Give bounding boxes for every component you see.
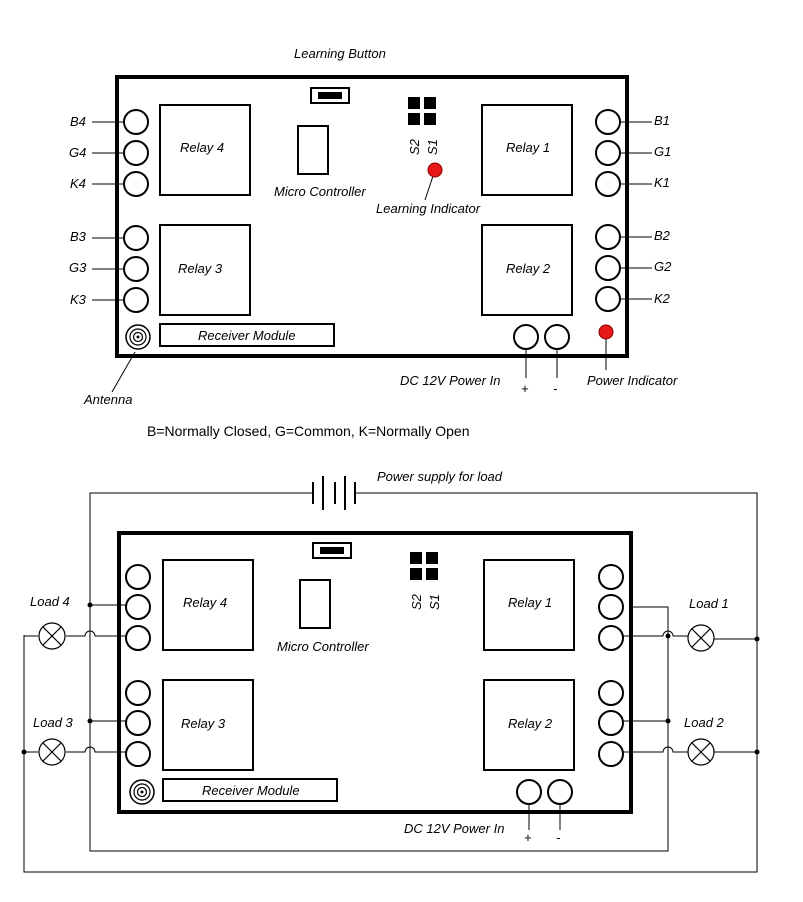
antenna-pointer [111,351,136,393]
top-left-upper-pins [92,109,149,197]
load-4-lamp [38,622,66,650]
pin-b3-label: B3 [70,229,87,244]
top-plus-label: + [521,381,529,396]
top-left-lower-pins [92,225,149,313]
antenna-label: Antenna [83,392,132,407]
load-4-label: Load 4 [30,594,70,609]
top-s1-label: S1 [425,139,440,155]
bottom-antenna [129,779,155,805]
top-micro-controller-label: Micro Controller [274,184,366,199]
top-right-upper-pins [595,109,652,197]
bottom-receiver-module-label: Receiver Module [202,783,300,798]
pin-g3-label: G3 [69,260,87,275]
pin-g2-label: G2 [654,259,672,274]
bottom-relay-1-label: Relay 1 [508,595,552,610]
top-relay-1 [481,104,573,196]
bottom-power-terminal-minus [547,779,573,805]
pin-b1-label: B1 [654,113,670,128]
top-diagram: Learning Button Relay 4 Relay 3 Relay 1 … [69,46,678,407]
bottom-micro-controller [299,579,331,629]
bottom-relay-3 [162,679,254,771]
bottom-diagram: Power supply for load Relay 4 Relay 3 Re… [21,469,760,873]
load-1-label: Load 1 [689,596,729,611]
bottom-relay-2 [483,679,575,771]
pin-k1-label: K1 [654,175,670,190]
power-indicator-label: Power Indicator [587,373,678,388]
pin-b4-label: B4 [70,114,86,129]
top-dip-switch [408,97,436,125]
top-power-terminal-plus [513,324,539,350]
top-relay-2 [481,224,573,316]
learning-button-label: Learning Button [294,46,386,61]
top-s2-label: S2 [407,138,422,155]
load-1-lamp [687,624,715,652]
pin-g4-label: G4 [69,145,86,160]
top-minus-label: - [553,381,558,396]
k4-wire [66,630,126,637]
learning-button-slot [318,92,342,99]
k1-wire [623,630,688,637]
bottom-dip-switch [410,552,438,580]
bottom-relay-4 [162,559,254,651]
top-power-terminal-minus [544,324,570,350]
load-2-lamp [687,738,715,766]
supply-common-wire [89,492,669,852]
bottom-relay-2-label: Relay 2 [508,716,553,731]
pin-k2-label: K2 [654,291,671,306]
top-relay-1-label: Relay 1 [506,140,550,155]
load-3-label: Load 3 [33,715,74,730]
bottom-minus-label: - [556,830,561,845]
top-right-lower-pins [595,224,652,312]
bottom-plus-label: + [524,830,532,845]
k2-wire [623,746,688,753]
top-relay-3-label: Relay 3 [178,261,223,276]
learning-indicator-led [427,162,443,178]
load-3-lamp [38,738,66,766]
learning-indicator-label: Learning Indicator [376,201,481,216]
bottom-receiver-module [162,778,338,802]
bottom-micro-controller-label: Micro Controller [277,639,369,654]
bottom-s2-label: S2 [409,593,424,610]
top-dc-power-label: DC 12V Power In [400,373,500,388]
terminal-legend: B=Normally Closed, G=Common, K=Normally … [147,423,470,439]
power-indicator-led [598,324,614,340]
top-micro-controller [297,125,329,175]
bottom-relay-1 [483,559,575,651]
top-receiver-module-label: Receiver Module [198,328,296,343]
bottom-dc-power-label: DC 12V Power In [404,821,504,836]
pin-k3-label: K3 [70,292,87,307]
pin-g1-label: G1 [654,144,671,159]
pin-b2-label: B2 [654,228,671,243]
top-antenna [125,324,151,350]
supply-return-wire [23,492,758,873]
top-relay-3 [159,224,251,316]
bottom-s1-label: S1 [427,594,442,610]
bottom-left-pins [125,564,151,767]
bottom-relay-3-label: Relay 3 [181,716,226,731]
power-supply-label: Power supply for load [377,469,503,484]
load-2-label: Load 2 [684,715,725,730]
k3-wire [66,746,126,753]
battery-symbol [300,476,370,510]
bottom-right-pins [598,564,624,767]
top-receiver-module [159,323,335,347]
bottom-power-terminal-plus [516,779,542,805]
top-relay-4-label: Relay 4 [180,140,224,155]
pin-k4-label: K4 [70,176,86,191]
top-relay-2-label: Relay 2 [506,261,551,276]
top-relay-4 [159,104,251,196]
bottom-relay-4-label: Relay 4 [183,595,227,610]
